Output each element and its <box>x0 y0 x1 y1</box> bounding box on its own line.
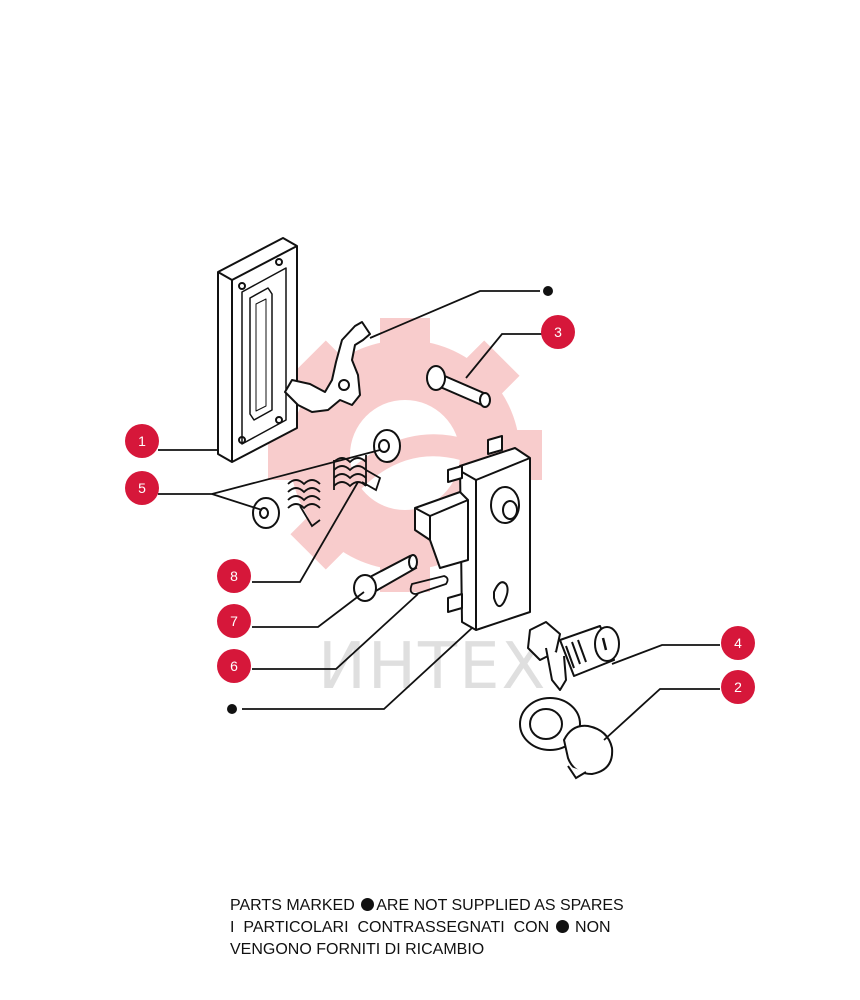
callout-7[interactable]: 7 <box>217 604 251 638</box>
callout-5-label: 5 <box>138 480 146 496</box>
watermark-text: ИНТЕХ <box>318 630 547 704</box>
spares-note: PARTS MARKED ARE NOT SUPPLIED AS SPARES … <box>230 895 690 961</box>
note-line-1-start: PARTS MARKED <box>230 897 360 914</box>
callout-1[interactable]: 1 <box>125 424 159 458</box>
note-line-2-end: NON <box>570 919 611 936</box>
callout-3-label: 3 <box>554 324 562 340</box>
part-1-frame-plate <box>217 237 298 463</box>
leader-lines <box>158 290 720 741</box>
note-line-1: PARTS MARKED ARE NOT SUPPLIED AS SPARES <box>230 895 690 917</box>
main-bracket-part <box>414 435 531 631</box>
marker-dot-icon <box>227 704 237 714</box>
part-8-springs <box>287 455 382 528</box>
note-line-3: VENGONO FORNITI DI RICAMBIO <box>230 941 485 958</box>
callout-8[interactable]: 8 <box>217 559 251 593</box>
callout-1-label: 1 <box>138 433 146 449</box>
marker-dot-icon <box>555 920 569 933</box>
marker-dot-icon <box>543 286 553 296</box>
callout-4[interactable]: 4 <box>721 626 755 660</box>
part-4-lock-cylinder <box>527 621 620 691</box>
latch-hook-part <box>284 321 371 413</box>
callout-2-label: 2 <box>734 679 742 695</box>
callout-5[interactable]: 5 <box>125 471 159 505</box>
note-line-1-end: ARE NOT SUPPLIED AS SPARES <box>376 897 624 914</box>
callout-6-label: 6 <box>230 658 238 674</box>
note-line-2: I PARTICOLARI CONTRASSEGNATI CON NON <box>230 917 690 939</box>
part-3-pin <box>426 365 491 408</box>
callout-4-label: 4 <box>734 635 742 651</box>
note-line-2-start: I PARTICOLARI CONTRASSEGNATI CON <box>230 919 554 936</box>
callout-8-label: 8 <box>230 568 238 584</box>
callout-7-label: 7 <box>230 613 238 629</box>
callout-3[interactable]: 3 <box>541 315 575 349</box>
callout-6[interactable]: 6 <box>217 649 251 683</box>
part-5-washers <box>252 429 401 529</box>
part-2-cover-cap <box>519 697 614 780</box>
part-6-split-pin <box>409 575 449 595</box>
callout-2[interactable]: 2 <box>721 670 755 704</box>
marker-dot-icon <box>361 898 375 911</box>
